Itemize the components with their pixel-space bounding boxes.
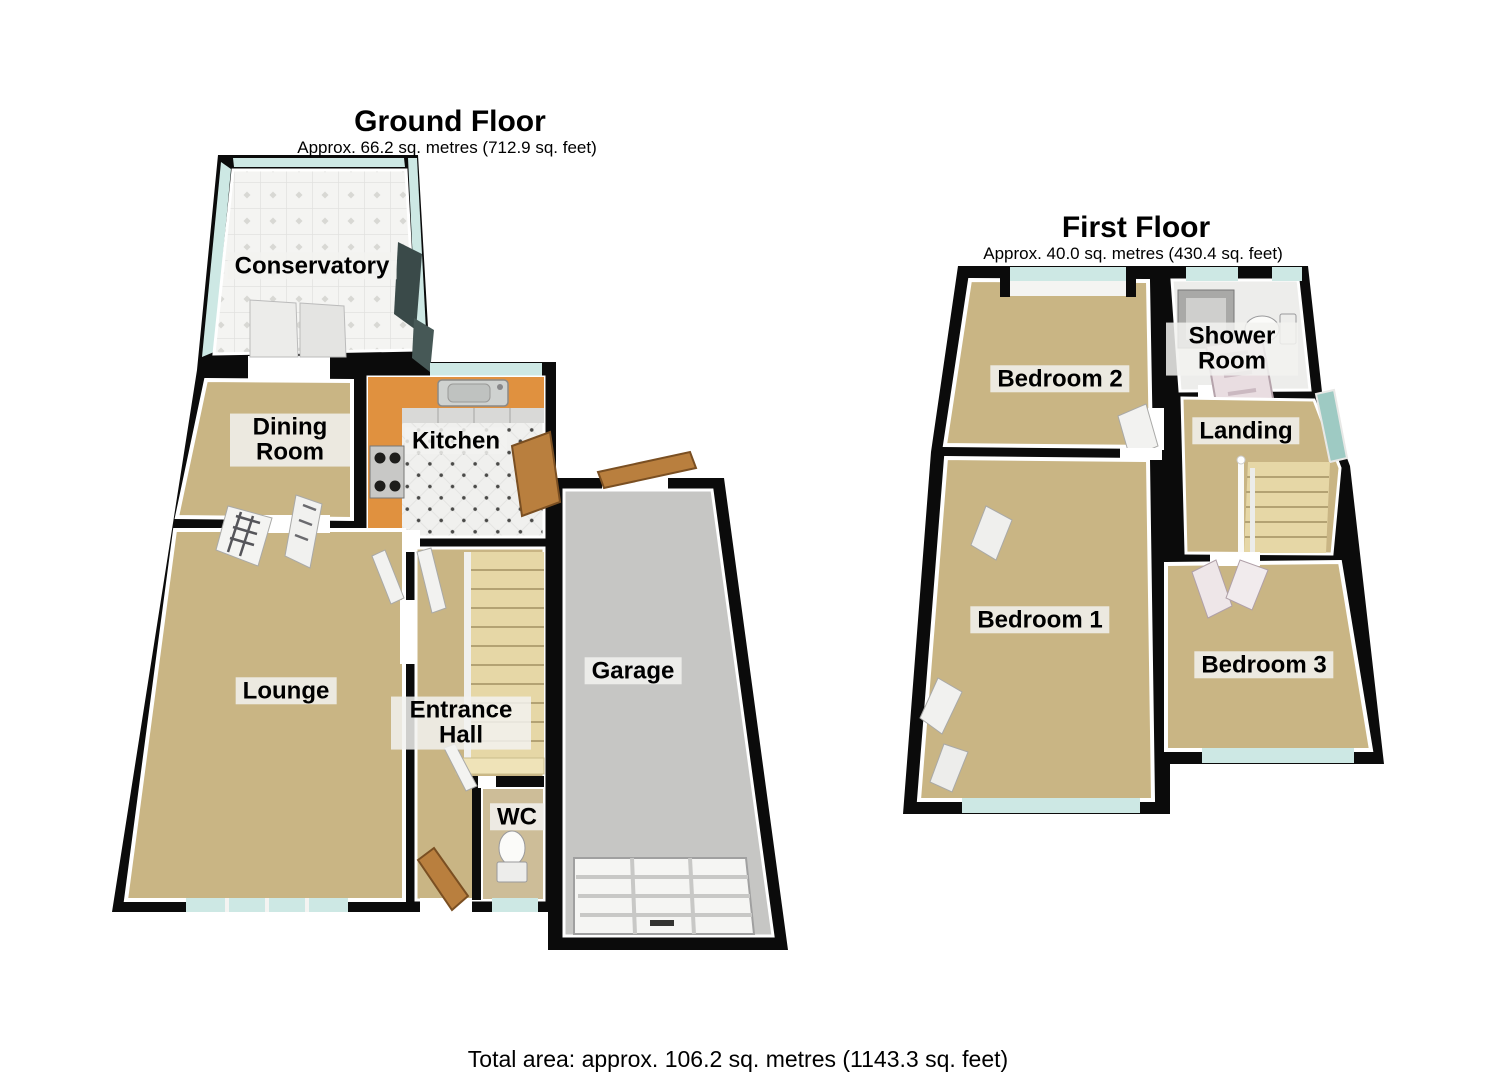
kitchen-sink: [437, 379, 509, 407]
first-floor-plan: [903, 266, 1384, 814]
room-label-bedroom-1: Bedroom 1: [970, 606, 1110, 634]
room-label-wc: WC: [490, 803, 544, 831]
room-label-bedroom-3: Bedroom 3: [1194, 651, 1334, 679]
wc-window: [492, 898, 538, 912]
total-area-text: Total area: approx. 106.2 sq. metres (11…: [467, 1046, 1009, 1072]
patio-doors-open: [249, 299, 347, 358]
bedroom-2-door: [1117, 403, 1159, 459]
bay-window: [186, 898, 348, 912]
room-label-shower-room: Shower Room: [1166, 322, 1298, 376]
room-label-landing: Landing: [1192, 417, 1300, 445]
ground-floor-plan: [112, 155, 788, 950]
garage-side-door-wood: [596, 450, 698, 490]
ground-floor-title: Ground Floor: [354, 105, 546, 138]
landing-corner-window: [1314, 388, 1349, 464]
room-label-conservatory: Conservatory: [227, 252, 397, 280]
conservatory-door-glass-2: [412, 318, 434, 372]
ground-floor-subtitle: Approx. 66.2 sq. metres (712.9 sq. feet): [297, 138, 597, 157]
wc-toilet: [496, 830, 528, 883]
bedroom-1-window: [962, 798, 1140, 813]
wc-door-opening: [478, 776, 496, 788]
room-label-lounge: Lounge: [235, 677, 337, 705]
wc-room: [472, 776, 545, 912]
shower-room-window: [1186, 267, 1238, 281]
room-label-kitchen: Kitchen: [404, 427, 508, 455]
first-floor-subtitle: Approx. 40.0 sq. metres (430.4 sq. feet): [983, 244, 1283, 263]
conservatory-door-glass: [394, 242, 422, 330]
kitchen-hall-door: [416, 547, 447, 614]
kitchen-window: [430, 363, 542, 377]
dining-lounge-doors-open: [215, 494, 323, 569]
first-floor-title: First Floor: [1061, 211, 1211, 244]
kitchen-cabinet-fronts: [402, 408, 544, 423]
kitchen-door-wood: [510, 430, 562, 518]
bedroom-1-doors: [919, 505, 1013, 793]
garage-door: [573, 857, 756, 935]
shower-room-window-2: [1272, 267, 1302, 281]
kitchen-hob: [369, 445, 405, 499]
landing-staircase: [1236, 455, 1330, 556]
lounge-floor: [123, 528, 406, 902]
room-label-entrance-hall: Entrance Hall: [391, 696, 531, 750]
room-label-garage: Garage: [584, 657, 682, 685]
bedroom-3-window: [1202, 748, 1354, 763]
dining-conservatory-opening: [248, 356, 330, 382]
lounge-hall-opening: [400, 600, 418, 664]
lounge-hall-door: [371, 549, 405, 605]
bedroom-3-doors: [1191, 559, 1269, 619]
room-label-bedroom-2: Bedroom 2: [990, 365, 1130, 393]
front-door: [416, 846, 470, 912]
bedroom-1-door-opening: [1120, 448, 1162, 460]
room-label-dining-room: Dining Room: [230, 413, 350, 467]
bedroom-2-window: [1000, 267, 1136, 297]
